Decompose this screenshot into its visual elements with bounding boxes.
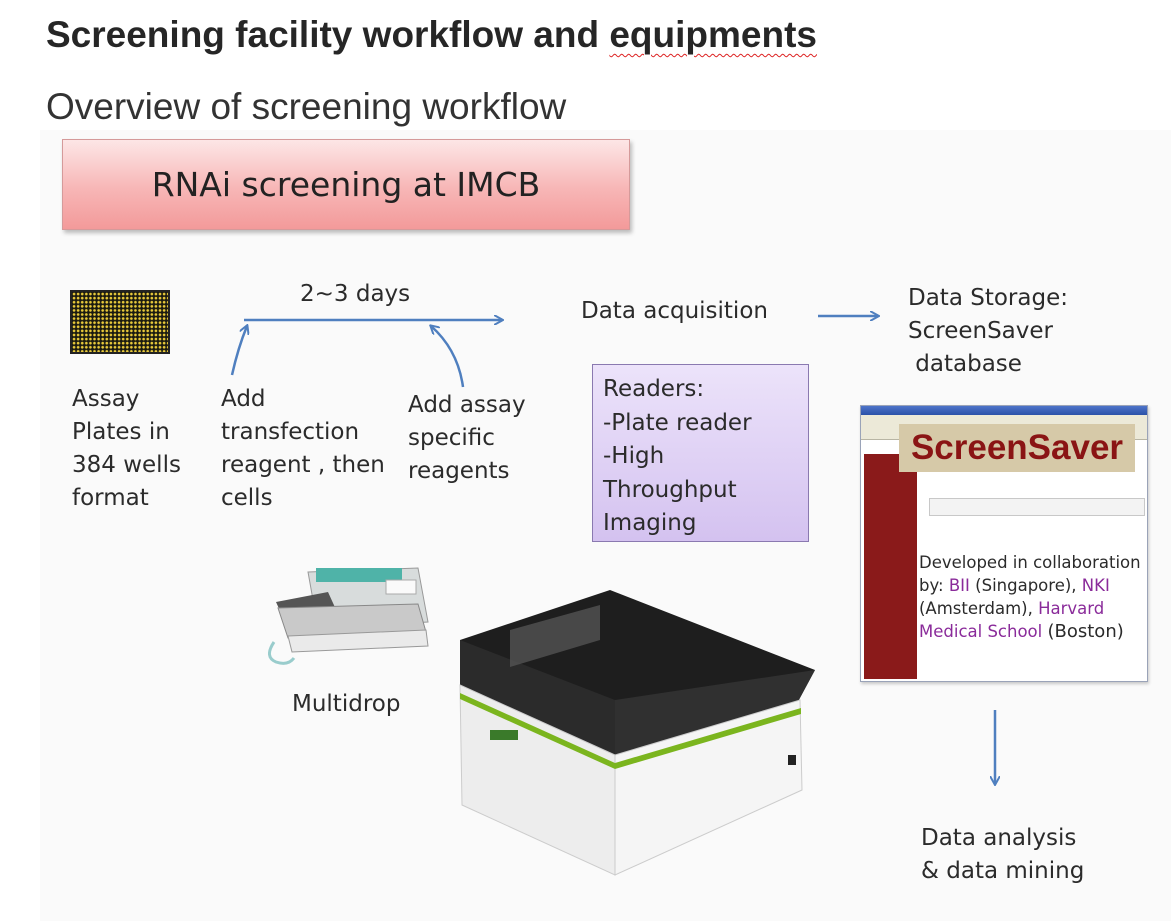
transfection-curved-arrow xyxy=(230,326,247,376)
high-throughput-imager-image xyxy=(459,590,815,876)
add-transfection-label: Add transfection reagent , then cells xyxy=(221,386,385,511)
data-storage-label: Data Storage: ScreenSaver database xyxy=(908,285,1068,377)
screensaver-table xyxy=(929,498,1145,516)
assay-curved-arrow xyxy=(431,326,465,388)
data-analysis-label: Data analysis & data mining xyxy=(921,825,1085,884)
multidrop-label: Multidrop xyxy=(292,691,401,717)
screensaver-screenshot: ScreenSaver Developed in collaboration b… xyxy=(860,405,1148,682)
screensaver-sidebar xyxy=(864,454,917,679)
developed-in-collaboration-text: Developed in collaboration by: BII (Sing… xyxy=(919,553,1141,642)
screensaver-logo: ScreenSaver xyxy=(899,424,1135,472)
page-subtitle: Overview of screening workflow xyxy=(46,86,567,127)
org-harvard: Harvard Medical School xyxy=(919,599,1105,641)
assay-plates-label: Assay Plates in 384 wells format xyxy=(72,386,181,511)
screensaver-titlebar xyxy=(861,406,1147,415)
page-title: Screening facility workflow and equipmen… xyxy=(46,14,817,55)
org-nki: NKI xyxy=(1081,576,1110,595)
add-assay-label: Add assay specific reagents xyxy=(408,392,526,484)
data-acquisition-label: Data acquisition xyxy=(581,298,768,324)
assay-plate-image xyxy=(70,290,170,354)
readers-box: Readers: -Plate reader -High Throughput … xyxy=(592,364,809,542)
org-bii: BII xyxy=(948,576,970,595)
timeline-label: 2~3 days xyxy=(300,281,411,307)
multidrop-image xyxy=(268,567,429,665)
misspelled-word: equipments xyxy=(609,14,817,55)
banner-rnai-screening: RNAi screening at IMCB xyxy=(62,139,630,230)
